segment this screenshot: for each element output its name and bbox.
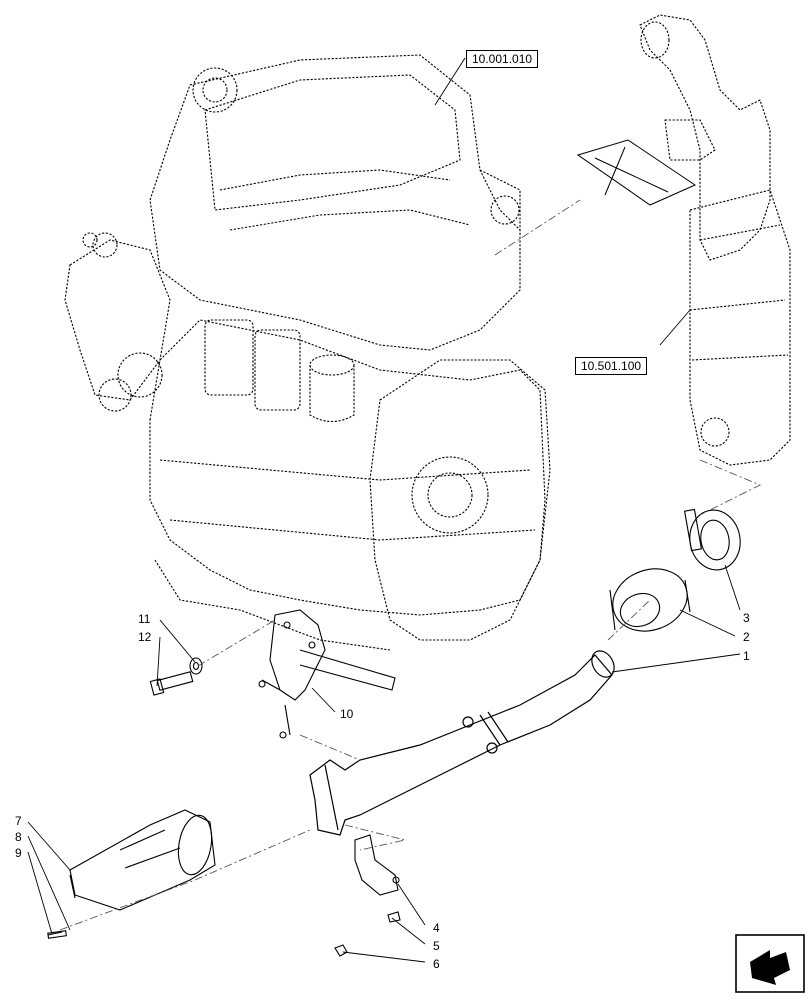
- tail-pipe: [47, 809, 216, 939]
- return-arrow-icon[interactable]: [735, 934, 805, 993]
- callout-9[interactable]: 9: [15, 846, 22, 860]
- exhaust-pipe: [309, 650, 615, 836]
- ref-engine-label[interactable]: 10.001.010: [466, 50, 539, 68]
- seal-ring: [609, 568, 691, 632]
- support-bracket: [258, 609, 396, 739]
- gasket-plate: [576, 139, 697, 206]
- callout-5[interactable]: 5: [433, 939, 440, 953]
- lower-clamp: [334, 834, 401, 957]
- callout-8[interactable]: 8: [15, 830, 22, 844]
- pipe-clamp: [683, 508, 741, 571]
- callout-1[interactable]: 1: [743, 649, 750, 663]
- callout-3[interactable]: 3: [743, 611, 750, 625]
- callout-11[interactable]: 11: [138, 612, 151, 626]
- engine-assembly: [64, 54, 551, 651]
- catalyst-assembly: [639, 14, 791, 466]
- callout-6[interactable]: 6: [433, 957, 440, 971]
- ref-catalyst-label[interactable]: 10.501.100: [575, 357, 648, 375]
- assembly-lines: [59, 199, 762, 931]
- callout-4[interactable]: 4: [433, 921, 440, 935]
- callout-2[interactable]: 2: [743, 630, 750, 644]
- callout-12[interactable]: 12: [138, 630, 152, 644]
- callout-7[interactable]: 7: [15, 814, 22, 828]
- leader-lines: [27, 57, 741, 963]
- callout-10[interactable]: 10: [340, 707, 354, 721]
